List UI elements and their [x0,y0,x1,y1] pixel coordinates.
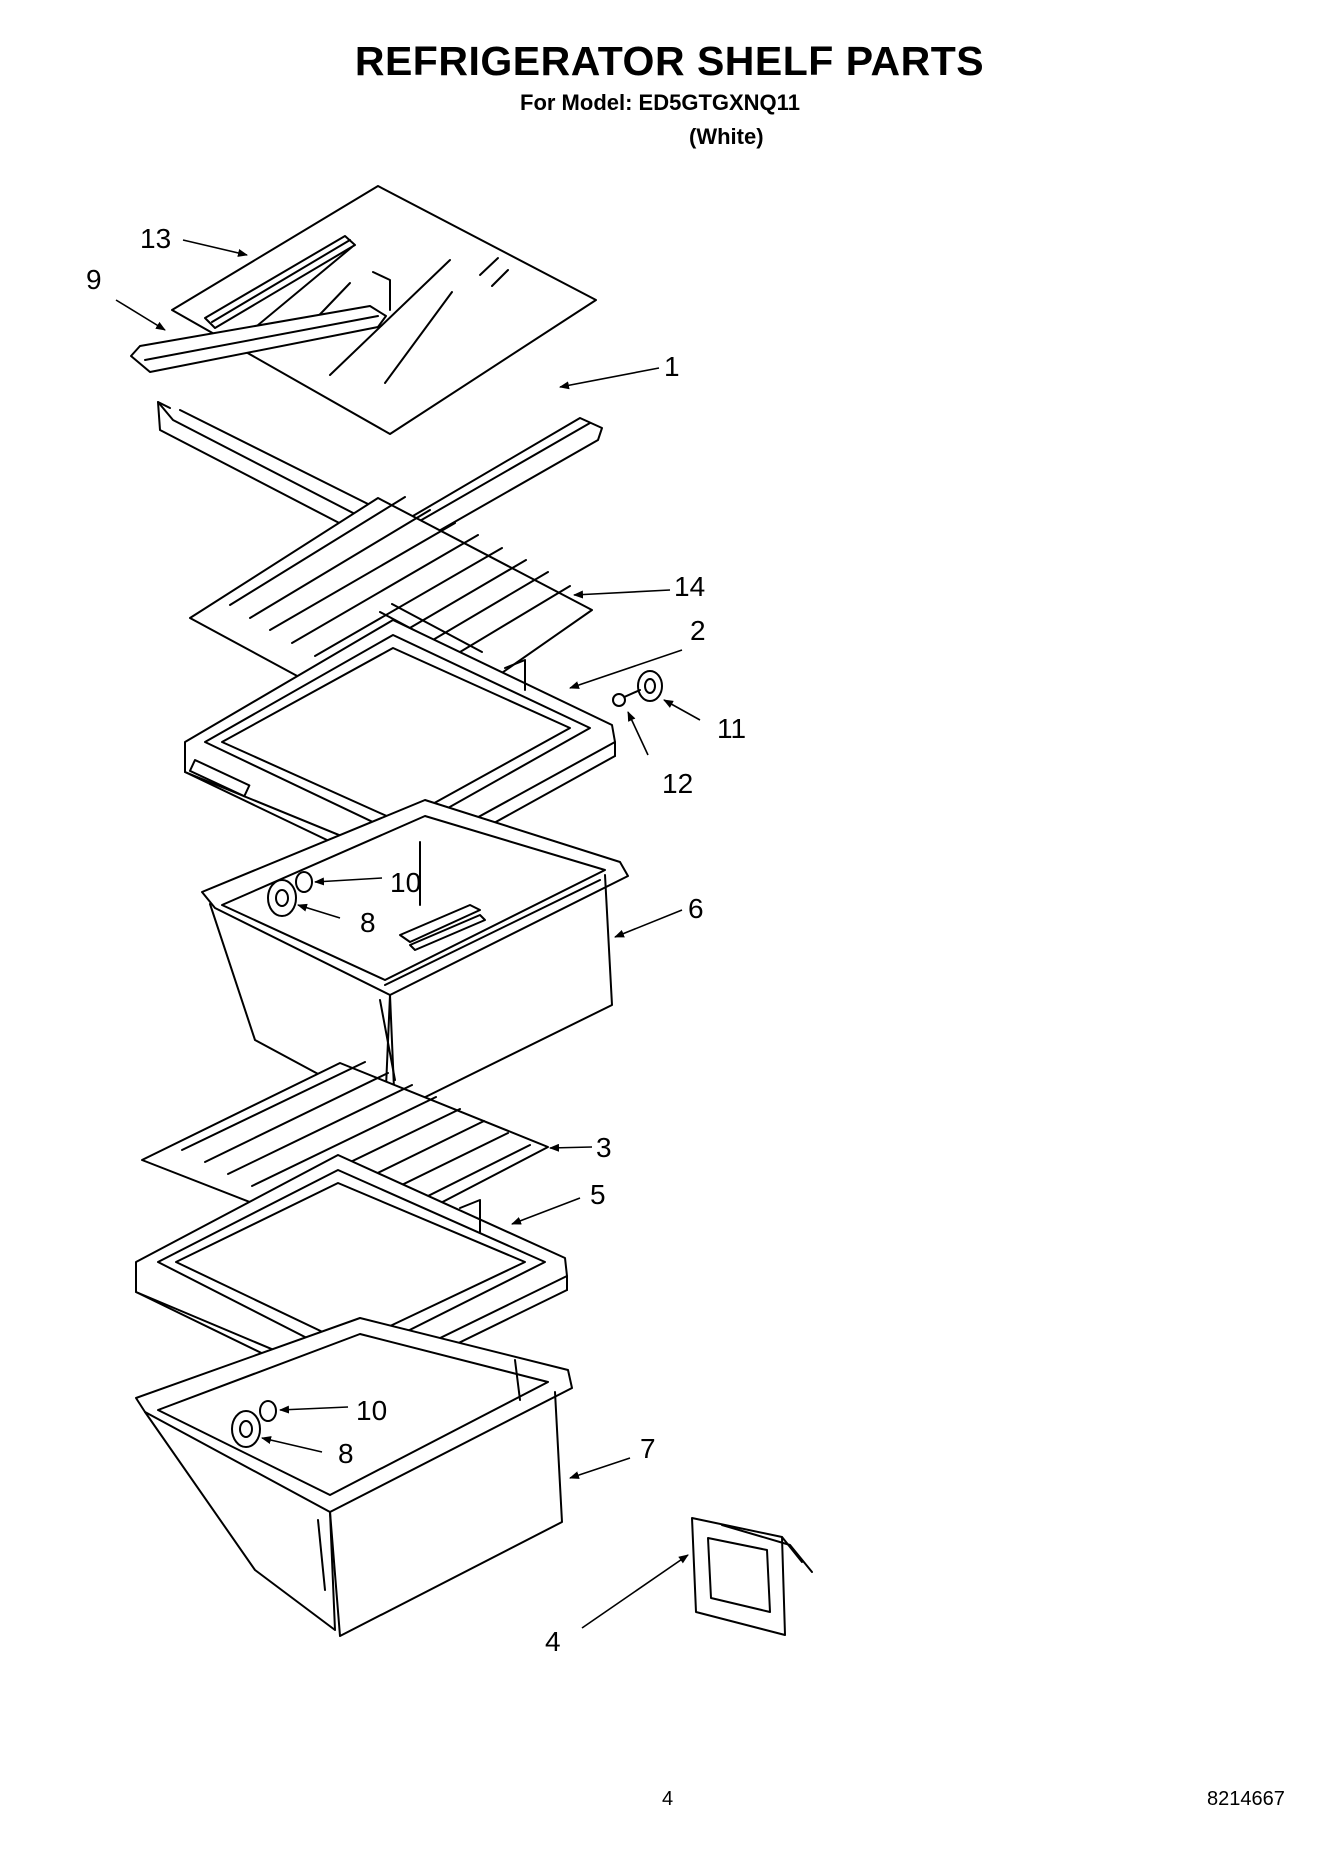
leader-8-upper [297,903,341,919]
callout-14: 14 [674,571,705,602]
callout-13: 13 [140,223,171,254]
lower-crisper-drawer-part-7 [135,1317,573,1637]
leader-9 [115,299,166,331]
front-trim-part-9 [130,305,387,373]
upper-crisper-drawer-part-6 [201,799,629,1113]
callout-10-upper: 10 [390,867,421,898]
humidity-control-part-4 [691,1517,813,1636]
page-title: REFRIGERATOR SHELF PARTS [354,38,985,84]
leader-11 [663,699,701,721]
wheel-part-8-upper [267,879,297,917]
wheel-part-8-lower [231,1410,261,1448]
leader-10-upper [314,877,383,886]
leader-12 [627,711,649,756]
leader-6 [614,909,683,938]
document-number: 8214667 [1207,1788,1285,1810]
callout-11: 11 [717,713,746,744]
callout-4: 4 [545,1626,561,1657]
callout-8-upper: 8 [360,907,376,938]
page-number: 4 [662,1788,674,1810]
screw-part-12 [612,689,641,707]
callout-5: 5 [590,1179,606,1210]
bushing-part-10-lower [259,1400,277,1422]
rear-trim-part-13 [204,235,356,329]
callout-7: 7 [640,1433,656,1464]
callout-1: 1 [664,351,680,382]
leader-10-lower [279,1405,349,1414]
callout-3: 3 [596,1132,612,1163]
model-line: For Model: ED5GTGXNQ11 [520,90,800,115]
leader-4 [581,1554,689,1629]
glass-shelf-part-1 [171,185,597,435]
color-line: (White) [689,124,764,149]
bushing-part-10-upper [295,871,313,893]
leader-3 [549,1143,593,1152]
leader-8-lower [261,1436,323,1453]
leader-7 [569,1457,631,1479]
leader-13 [182,239,248,257]
callout-6: 6 [688,893,704,924]
roller-part-11 [637,670,663,702]
callout-10-lower: 10 [356,1395,387,1426]
leader-2 [569,649,683,689]
leader-14 [573,589,671,599]
callout-12: 12 [662,768,693,799]
callout-2: 2 [690,615,706,646]
callout-8-lower: 8 [338,1438,354,1469]
leader-5 [511,1197,581,1225]
leader-1 [559,367,660,390]
callout-9: 9 [86,264,102,295]
